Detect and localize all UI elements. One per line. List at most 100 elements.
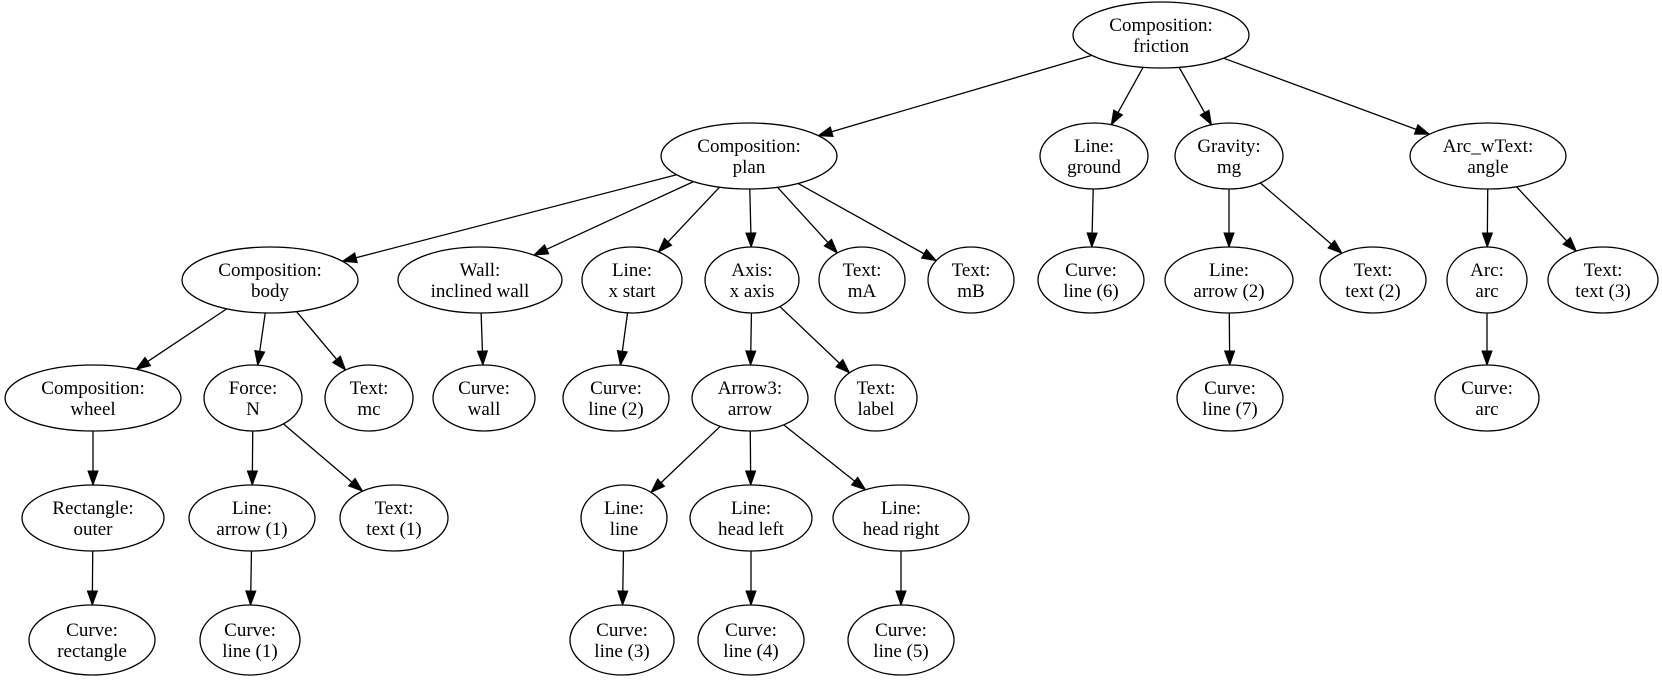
diagram-node-rectangle: Curve:rectangle xyxy=(28,604,156,676)
node-name-label: line (5) xyxy=(873,641,928,662)
arrowhead-icon xyxy=(1481,350,1493,367)
node-type-label: Text: xyxy=(857,378,896,399)
node-name-label: N xyxy=(246,399,260,420)
diagram-edge-xstart-to-line2 xyxy=(616,312,629,367)
node-type-label: Line: xyxy=(1074,136,1114,157)
arrowhead-icon xyxy=(745,350,757,367)
diagram-edge-headright-to-line5 xyxy=(895,551,907,607)
node-name-label: arrow (2) xyxy=(1193,281,1264,302)
node-type-label: Curve: xyxy=(596,620,648,641)
diagram-edge-friction-to-angle xyxy=(1223,57,1431,135)
node-ellipse xyxy=(181,246,359,314)
arrowhead-icon xyxy=(744,470,757,487)
node-type-label: Line: xyxy=(731,498,771,519)
node-type-label: Text: xyxy=(1354,260,1393,281)
diagram-edge-ground-to-line6 xyxy=(1086,188,1098,249)
arrowhead-icon xyxy=(331,355,347,372)
node-ellipse xyxy=(581,246,683,314)
diagram-edge-mg-to-text2 xyxy=(1259,182,1344,255)
arrowhead-icon xyxy=(835,358,851,374)
arrowhead-icon xyxy=(895,590,907,607)
node-ellipse xyxy=(4,364,182,432)
node-type-label: Text: xyxy=(843,260,882,281)
arrowhead-icon xyxy=(1413,123,1431,135)
node-ellipse xyxy=(1039,122,1149,190)
diagram-edge-mg-to-arrow2 xyxy=(1223,189,1235,249)
node-name-label: line xyxy=(610,519,639,540)
node-name-label: line (3) xyxy=(594,641,649,662)
diagram-node-ground: Line:ground xyxy=(1039,122,1149,190)
node-type-label: Text: xyxy=(952,260,991,281)
diagram-edge-arc-to-curvearc xyxy=(1481,313,1493,367)
node-ellipse xyxy=(1547,246,1659,314)
node-name-label: line (1) xyxy=(222,641,277,662)
node-type-label: Line: xyxy=(612,260,652,281)
node-name-label: line (7) xyxy=(1202,399,1257,420)
node-type-label: Composition: xyxy=(697,136,800,157)
node-type-label: Curve: xyxy=(1204,378,1256,399)
node-ellipse xyxy=(689,484,813,552)
diagram-node-plan: Composition:plan xyxy=(660,122,838,190)
arrowhead-icon xyxy=(245,590,257,607)
node-ellipse xyxy=(660,122,838,190)
diagram-edge-friction-to-ground xyxy=(1110,66,1144,127)
node-name-label: text (1) xyxy=(366,519,421,540)
node-ellipse xyxy=(324,364,414,432)
node-ellipse xyxy=(562,364,670,432)
diagram-node-wall: Wall:inclined wall xyxy=(397,246,563,314)
arrowhead-icon xyxy=(850,476,867,491)
node-name-label: wall xyxy=(468,399,501,420)
node-ellipse xyxy=(339,484,449,552)
node-name-label: mg xyxy=(1217,157,1242,178)
diagram-edge-headleft-to-line4 xyxy=(745,551,757,607)
diagram-edge-plan-to-xstart xyxy=(657,186,721,254)
node-ellipse xyxy=(1409,122,1567,190)
node-type-label: Curve: xyxy=(458,378,510,399)
diagram-node-headleft: Line:head left xyxy=(689,484,813,552)
node-name-label: line (4) xyxy=(723,641,778,662)
diagram-node-label: Text:label xyxy=(834,364,918,432)
arrowhead-icon xyxy=(920,248,938,262)
diagram-node-wheel: Composition:wheel xyxy=(4,364,182,432)
diagram-edge-arrow3-to-lineline xyxy=(649,425,721,494)
arrowhead-icon xyxy=(1223,232,1235,249)
diagram-node-line3: Curve:line (3) xyxy=(569,604,675,676)
diagram-node-mB: Text:mB xyxy=(927,246,1015,314)
node-ellipse xyxy=(28,604,156,676)
node-ellipse xyxy=(21,484,165,552)
arrowhead-icon xyxy=(649,478,666,494)
node-type-label: Gravity: xyxy=(1197,136,1260,157)
node-ellipse xyxy=(834,364,918,432)
diagram-edge-friction-to-plan xyxy=(816,54,1092,138)
node-name-label: friction xyxy=(1133,36,1189,57)
arrowhead-icon xyxy=(745,590,757,607)
node-type-label: Force: xyxy=(229,378,278,399)
node-type-label: Arrow3: xyxy=(718,378,782,399)
node-ellipse xyxy=(1037,246,1145,314)
arrowhead-icon xyxy=(1223,350,1236,367)
node-type-label: Arc_wText: xyxy=(1443,136,1533,157)
diagram-node-xaxis: Axis:x axis xyxy=(704,246,800,314)
node-name-label: mc xyxy=(357,399,380,420)
node-type-label: Curve: xyxy=(224,620,276,641)
diagram-edge-plan-to-mB xyxy=(797,182,938,262)
nodes-layer: Composition:frictionComposition:planLine… xyxy=(4,1,1659,676)
node-ellipse xyxy=(397,246,563,314)
node-type-label: Line: xyxy=(881,498,921,519)
diagram-node-arrow3: Arrow3:arrow xyxy=(691,364,809,432)
diagram-edge-angle-to-text3 xyxy=(1516,186,1578,253)
node-name-label: head right xyxy=(863,519,940,540)
node-name-label: label xyxy=(858,399,895,420)
node-ellipse xyxy=(580,484,668,552)
arrowhead-icon xyxy=(347,477,364,493)
diagram-node-text1: Text:text (1) xyxy=(339,484,449,552)
node-type-label: Wall: xyxy=(460,260,501,281)
diagram-node-forceN: Force:N xyxy=(203,364,303,432)
node-type-label: Axis: xyxy=(731,260,772,281)
diagram-node-mc: Text:mc xyxy=(324,364,414,432)
node-type-label: Text: xyxy=(375,498,414,519)
arrowhead-icon xyxy=(657,237,673,254)
arrowhead-icon xyxy=(1086,232,1098,249)
node-ellipse xyxy=(199,604,301,676)
